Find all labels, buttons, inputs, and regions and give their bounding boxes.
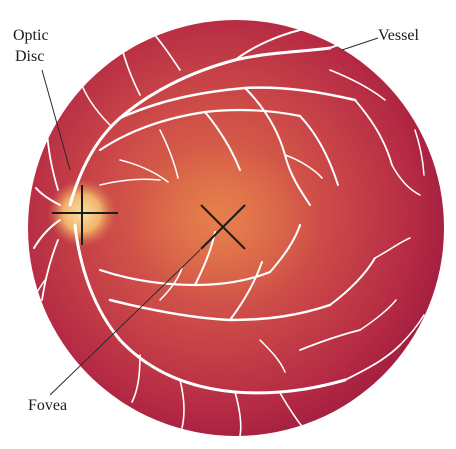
optic-disc-label-line2: Disc [15, 48, 44, 66]
optic-disc-label-line1: Optic [13, 27, 49, 45]
fovea-label: Fovea [28, 397, 67, 415]
vessel-label: Vessel [378, 27, 419, 45]
